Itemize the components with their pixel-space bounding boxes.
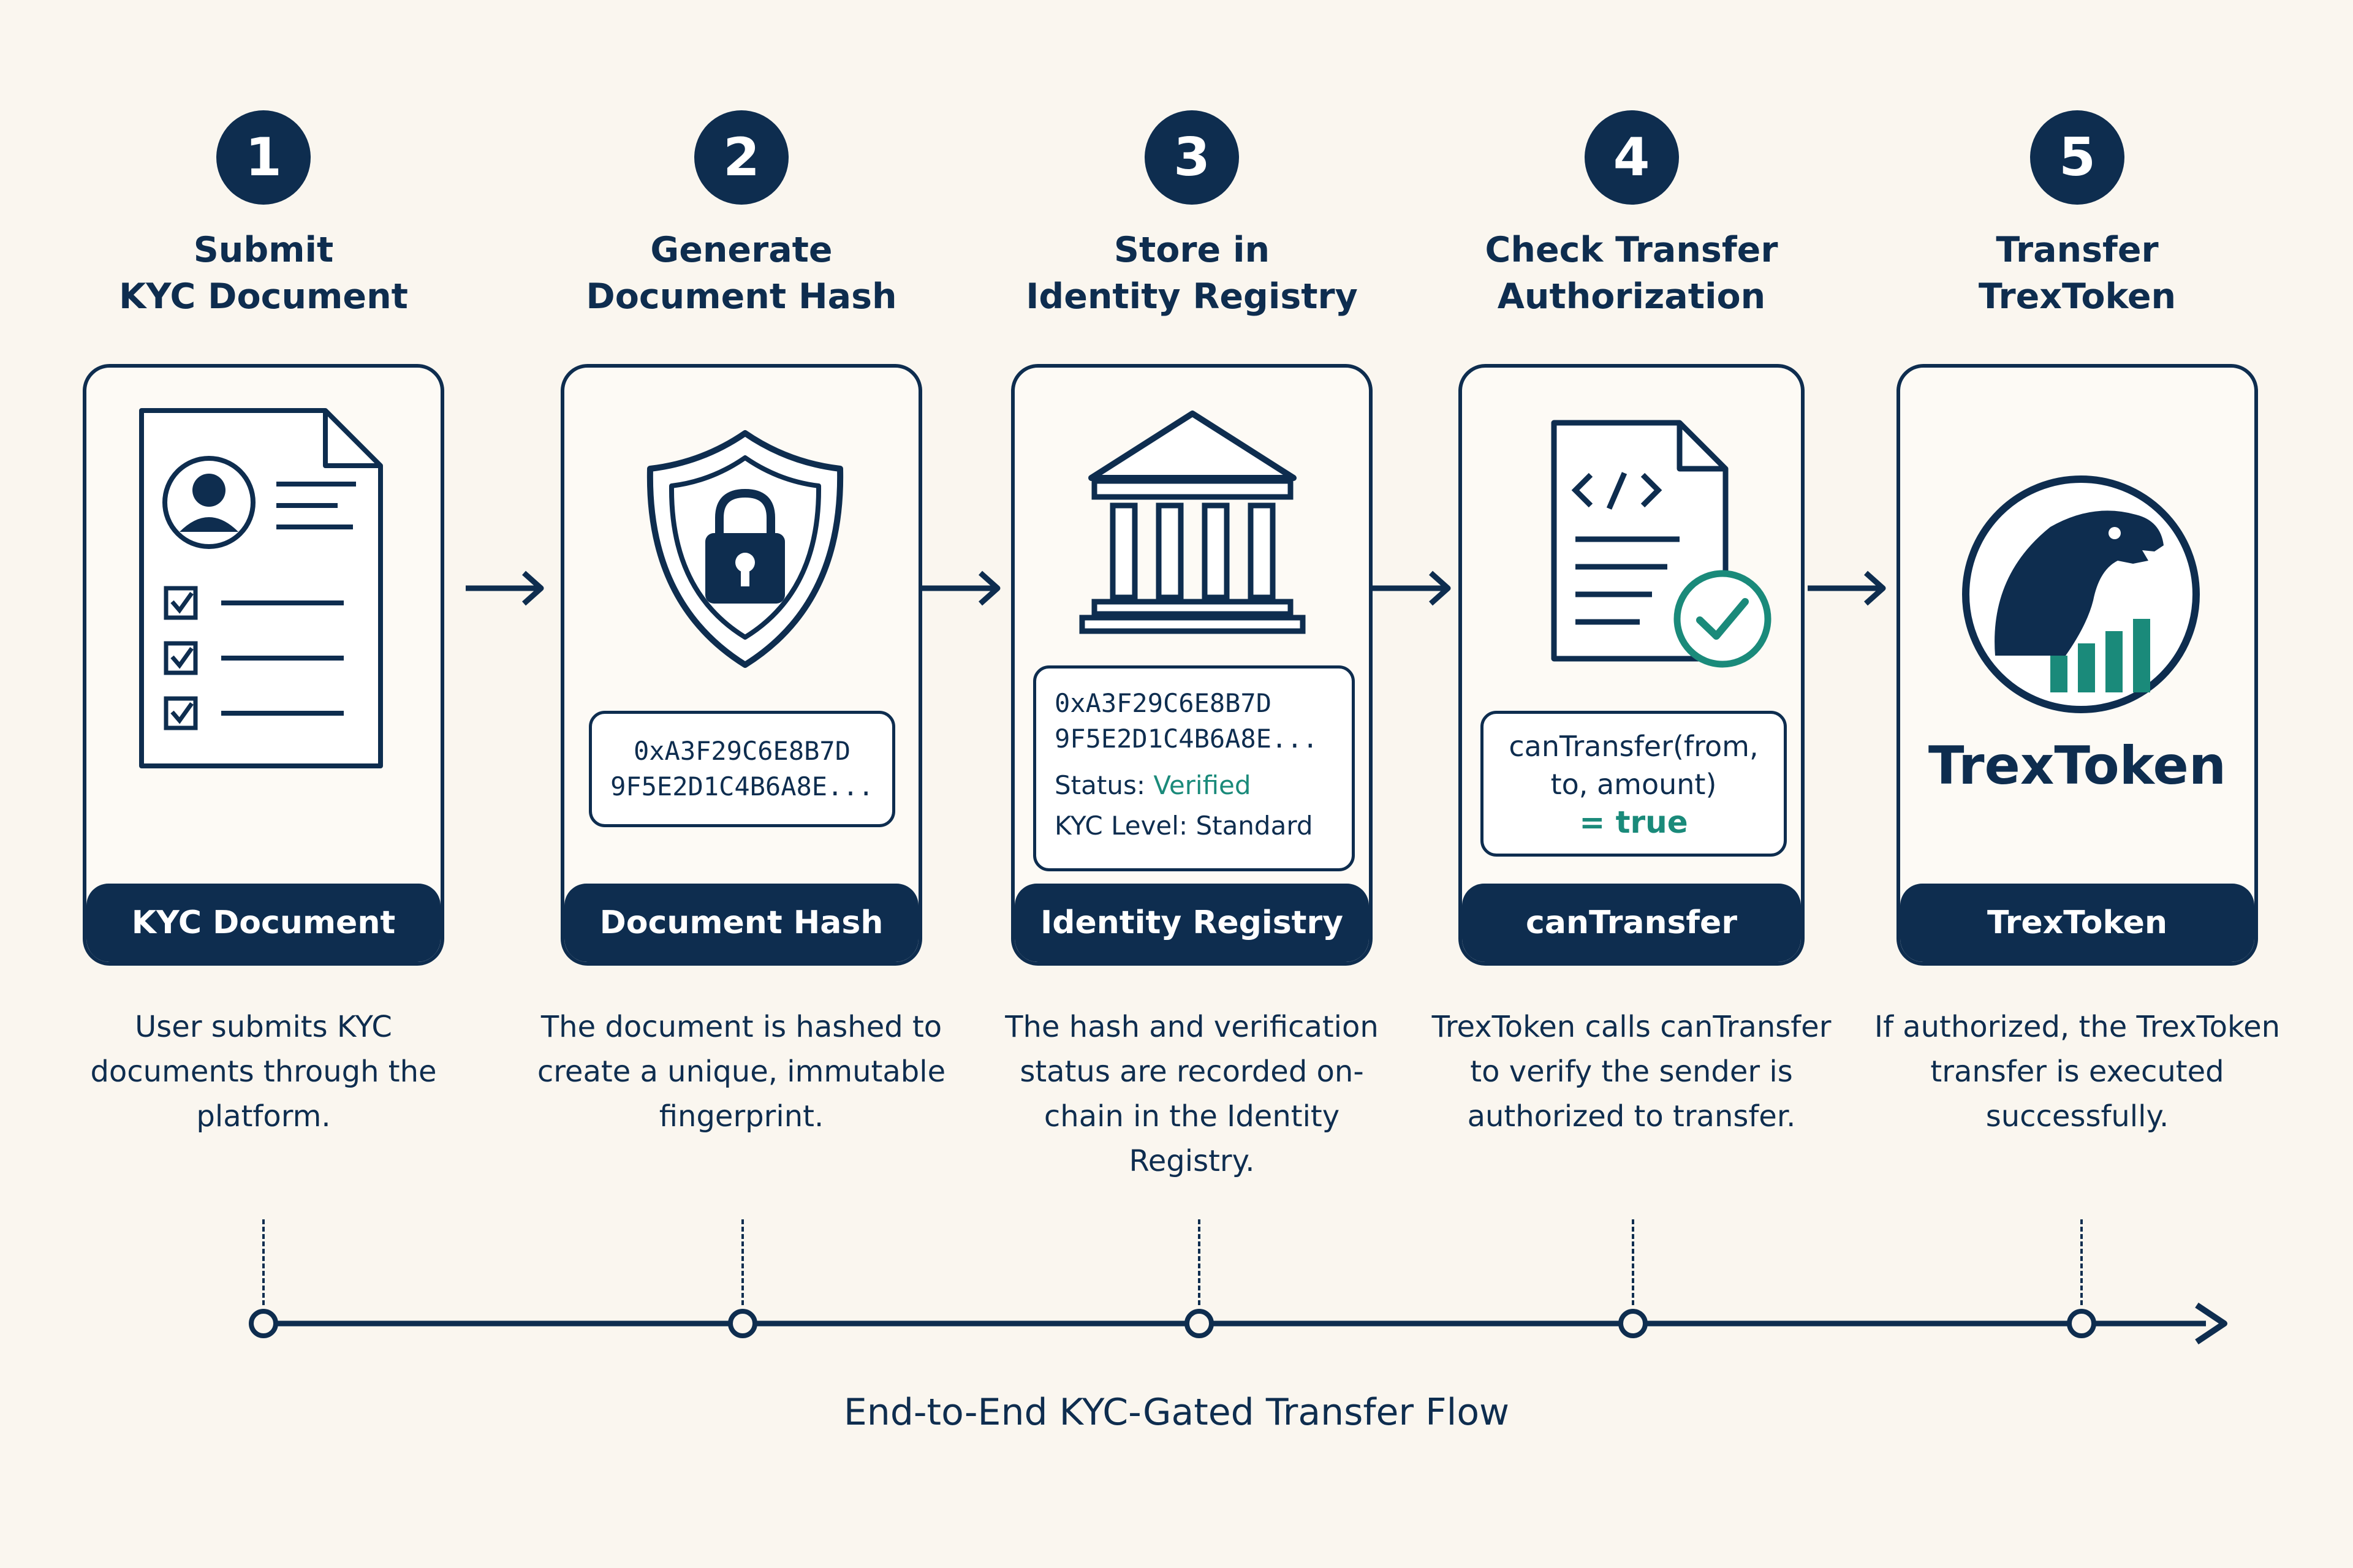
timeline-node <box>1618 1309 1648 1338</box>
arrow-right-icon <box>922 570 1001 606</box>
step-description: The document is hashed to create a uniqu… <box>537 1010 946 1134</box>
step-number-badge: 3 <box>1145 110 1239 205</box>
arrow-right-icon <box>466 570 544 606</box>
id-document-icon <box>139 408 383 768</box>
timeline-connector <box>1198 1219 1200 1305</box>
timeline-node <box>249 1309 278 1338</box>
arrow-right-icon <box>1808 570 1886 606</box>
timeline-node <box>1184 1309 1214 1338</box>
timeline-arrowhead <box>2195 1302 2227 1345</box>
step-title: Store in Identity Registry <box>1026 230 1358 317</box>
step-title: Submit KYC Document <box>119 230 408 317</box>
hash-line: 9F5E2D1C4B6A8E... <box>1055 724 1318 754</box>
timeline <box>249 1302 2227 1345</box>
code-line: canTransfer(from, <box>1509 730 1759 763</box>
card-label: Document Hash <box>564 884 919 962</box>
card-label: Identity Registry <box>1015 884 1369 962</box>
timeline-node <box>728 1309 757 1338</box>
step-title: Check Transfer Authorization <box>1485 230 1778 317</box>
status-line: Status: Verified <box>1036 765 1352 806</box>
can-transfer-call-box: canTransfer(from, to, amount) = true <box>1480 711 1787 857</box>
card-label: TrexToken <box>1900 884 2254 962</box>
status-label: Status: <box>1055 770 1145 800</box>
step-5: 5 Transfer TrexToken TrexToken TrexToken… <box>1874 0 2280 1568</box>
kyc-document-card: KYC Document <box>83 364 444 966</box>
timeline-connector <box>1632 1219 1634 1305</box>
timeline-connector <box>262 1219 265 1305</box>
card-label: KYC Document <box>86 884 441 962</box>
hash-line: 0xA3F29C6E8B7D <box>633 736 851 766</box>
step-4: 4 Check Transfer Authorization canTransf… <box>1432 0 1831 1568</box>
code-document-check-icon <box>1551 420 1771 668</box>
step-title: Transfer TrexToken <box>1978 230 2177 317</box>
hash-line: 0xA3F29C6E8B7D <box>1055 688 1272 718</box>
timeline-connector <box>2080 1219 2083 1305</box>
timeline-connector <box>741 1219 744 1305</box>
brand-name: TrexToken <box>1928 735 2227 797</box>
hash-value-box: 0xA3F29C6E8B7D 9F5E2D1C4B6A8E... <box>589 711 895 827</box>
can-transfer-card: canTransfer(from, to, amount) = true can… <box>1458 364 1805 966</box>
step-2: 2 Generate Document Hash 0xA3F29C6E8B7D … <box>537 0 945 1568</box>
step-1: 1 Submit KYC Document KYC Document User … <box>83 0 444 1568</box>
step-number-badge: 5 <box>2030 110 2124 205</box>
step-title: Generate Document Hash <box>586 230 897 317</box>
code-result: = true <box>1579 805 1688 840</box>
timeline-caption: End-to-End KYC-Gated Transfer Flow <box>843 1391 1510 1434</box>
registry-record-box: 0xA3F29C6E8B7D 9F5E2D1C4B6A8E... Status:… <box>1033 665 1355 871</box>
arrow-right-icon <box>1373 570 1451 606</box>
trextoken-card: TrexToken TrexToken <box>1896 364 2258 966</box>
step-3: 3 Store in Identity Registry 0xA3F29C6E8… <box>1005 0 1379 1568</box>
bank-registry-icon <box>1079 411 1306 634</box>
document-hash-card: 0xA3F29C6E8B7D 9F5E2D1C4B6A8E... Documen… <box>561 364 922 966</box>
hash-line: 9F5E2D1C4B6A8E... <box>610 771 874 801</box>
step-number-badge: 4 <box>1584 110 1679 205</box>
kyc-level: KYC Level: Standard <box>1055 811 1313 841</box>
card-label: canTransfer <box>1462 884 1801 962</box>
step-number-badge: 1 <box>216 110 311 205</box>
step-description: User submits KYC documents through the p… <box>90 1010 437 1134</box>
step-description: If authorized, the TrexToken transfer is… <box>1874 1010 2281 1134</box>
step-description: The hash and verification status are rec… <box>1005 1010 1379 1178</box>
status-value: Verified <box>1153 770 1251 800</box>
step-description: TrexToken calls canTransfer to verify th… <box>1431 1010 1832 1134</box>
trex-logo-icon <box>1962 475 2200 713</box>
identity-registry-card: 0xA3F29C6E8B7D 9F5E2D1C4B6A8E... Status:… <box>1011 364 1373 966</box>
step-number-badge: 2 <box>694 110 789 205</box>
shield-lock-icon <box>646 430 844 668</box>
timeline-node <box>2067 1309 2096 1338</box>
code-line: to, amount) <box>1550 768 1717 801</box>
